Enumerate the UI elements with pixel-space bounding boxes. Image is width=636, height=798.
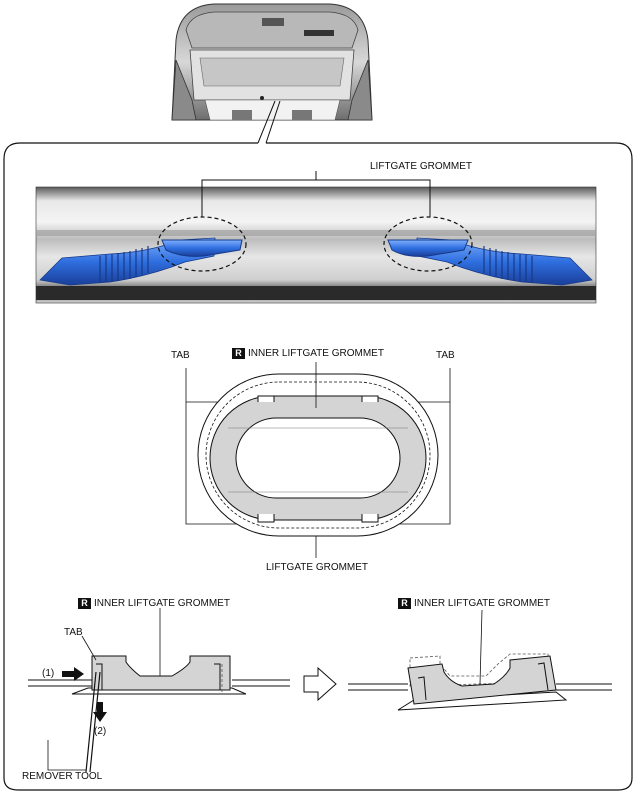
- r-badge: R: [78, 598, 91, 609]
- section-after-removal: [348, 609, 612, 711]
- remover-tool-label: REMOVER TOOL: [22, 771, 103, 782]
- down-arrow-icon: [93, 702, 107, 722]
- liftgate-grommet-label-middle: LIFTGATE GROMMET: [266, 562, 369, 573]
- inner-grommet-label-middle-text: INNER LIFTGATE GROMMET: [248, 348, 384, 359]
- liftgate-interior-view: [35, 186, 597, 304]
- liftgate-grommet-leader: [201, 171, 431, 217]
- car-rear-illustration: [171, 3, 373, 121]
- section-before-removal: [28, 608, 290, 773]
- tab-label-left: TAB: [171, 350, 190, 361]
- grommet-top-view: [185, 362, 451, 558]
- step-1-label: (1): [42, 668, 55, 679]
- tab-label-bottom: TAB: [64, 627, 83, 638]
- r-badge: R: [232, 348, 245, 359]
- inner-grommet-label-bottom-left-text: INNER LIFTGATE GROMMET: [94, 598, 230, 609]
- tab-label-right: TAB: [436, 350, 455, 361]
- inner-grommet-label-bottom-right-text: INNER LIFTGATE GROMMET: [414, 598, 550, 609]
- detail-leader-line: [257, 100, 281, 144]
- step-2-label: (2): [94, 726, 107, 737]
- liftgate-grommet-label-top: LIFTGATE GROMMET: [370, 161, 473, 172]
- next-step-arrow-icon: [303, 666, 337, 702]
- right-grommet-shape: [387, 239, 469, 257]
- right-grommet-highlight: [383, 216, 473, 272]
- left-grommet-shape: [161, 239, 243, 257]
- detail-frame: [3, 142, 633, 791]
- inner-grommet-section-lifted: [407, 655, 557, 705]
- inner-grommet-section: [91, 655, 231, 691]
- r-badge: R: [398, 598, 411, 609]
- push-arrow-icon: [62, 667, 84, 681]
- remover-tool: [85, 671, 101, 773]
